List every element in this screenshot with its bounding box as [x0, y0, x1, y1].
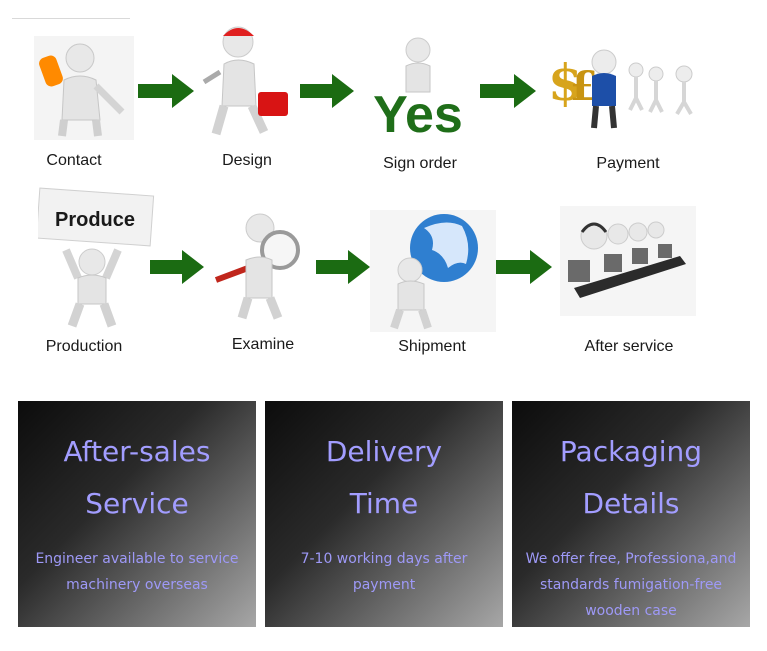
step-after-service [560, 206, 696, 316]
panel-body: 7-10 working days after payment [265, 546, 503, 598]
panel-body-line: wooden case [585, 603, 677, 619]
panel-body-line: standards fumigation-free [539, 577, 723, 593]
produce-sign-text: Produce [55, 209, 135, 231]
after-sales-service-panel: After-sales Service Engineer available t… [18, 401, 256, 627]
top-divider [12, 18, 130, 19]
panel-body: Engineer available to service machinery … [18, 546, 256, 598]
panel-body-line: Engineer available to service [35, 551, 239, 567]
arrow-right-icon [300, 74, 354, 108]
step-payment: $ £ [544, 40, 706, 132]
panel-body-line: 7-10 working days after [300, 551, 468, 567]
step-design-label: Design [222, 152, 272, 169]
panel-title-line: After-sales [63, 435, 211, 468]
yes-sign-text: Yes [373, 86, 463, 140]
panel-title-line: Details [582, 487, 680, 520]
panel-title: Packaging Details [512, 426, 750, 530]
step-production-label: Production [45, 338, 123, 355]
panel-title: Delivery Time [265, 426, 503, 530]
person-with-toolbox-icon [202, 26, 288, 136]
arrow-right-icon [150, 250, 204, 284]
panel-body-line: payment [352, 577, 416, 593]
magnifier-person-icon [214, 213, 300, 320]
panel-title-line: Delivery [325, 435, 443, 468]
panel-title-line: Time [349, 487, 419, 520]
step-shipment [370, 210, 496, 332]
arrow-right-icon [496, 250, 552, 284]
delivery-time-panel: Delivery Time 7-10 working days after pa… [265, 401, 503, 627]
globe-carrier-icon [370, 210, 496, 332]
money-person-icon: $ £ [548, 49, 693, 129]
step-shipment-label: Shipment [398, 338, 466, 355]
packaging-details-panel: Packaging Details We offer free, Profess… [512, 401, 750, 627]
panel-title-line: Packaging [559, 435, 703, 468]
step-payment-label: Payment [596, 155, 660, 172]
panel-title-line: Service [85, 487, 189, 520]
phone-person-icon [34, 36, 134, 140]
step-sign-order: Yes [364, 36, 472, 140]
panel-body-line: We offer free, Professiona,and [525, 551, 737, 567]
arrow-right-icon [480, 74, 536, 108]
step-sign-order-label: Sign order [383, 155, 457, 172]
panel-body-line: machinery overseas [66, 577, 208, 593]
step-examine-label: Examine [231, 336, 295, 353]
panel-title: After-sales Service [18, 426, 256, 530]
arrow-right-icon [138, 74, 194, 108]
step-examine [208, 210, 312, 322]
step-contact-label: Contact [46, 152, 102, 169]
svg-text:$: $ [548, 53, 583, 112]
yes-sign-icon: Yes [373, 37, 463, 140]
arrow-right-icon [316, 250, 370, 284]
panel-body: We offer free, Professiona,and standards… [512, 546, 750, 624]
step-after-service-label: After service [584, 338, 674, 355]
step-production: Produce [38, 186, 162, 332]
call-center-icon [560, 206, 696, 316]
person-holding-sign-icon: Produce [38, 187, 155, 328]
step-contact [34, 36, 134, 140]
step-design [198, 22, 296, 140]
